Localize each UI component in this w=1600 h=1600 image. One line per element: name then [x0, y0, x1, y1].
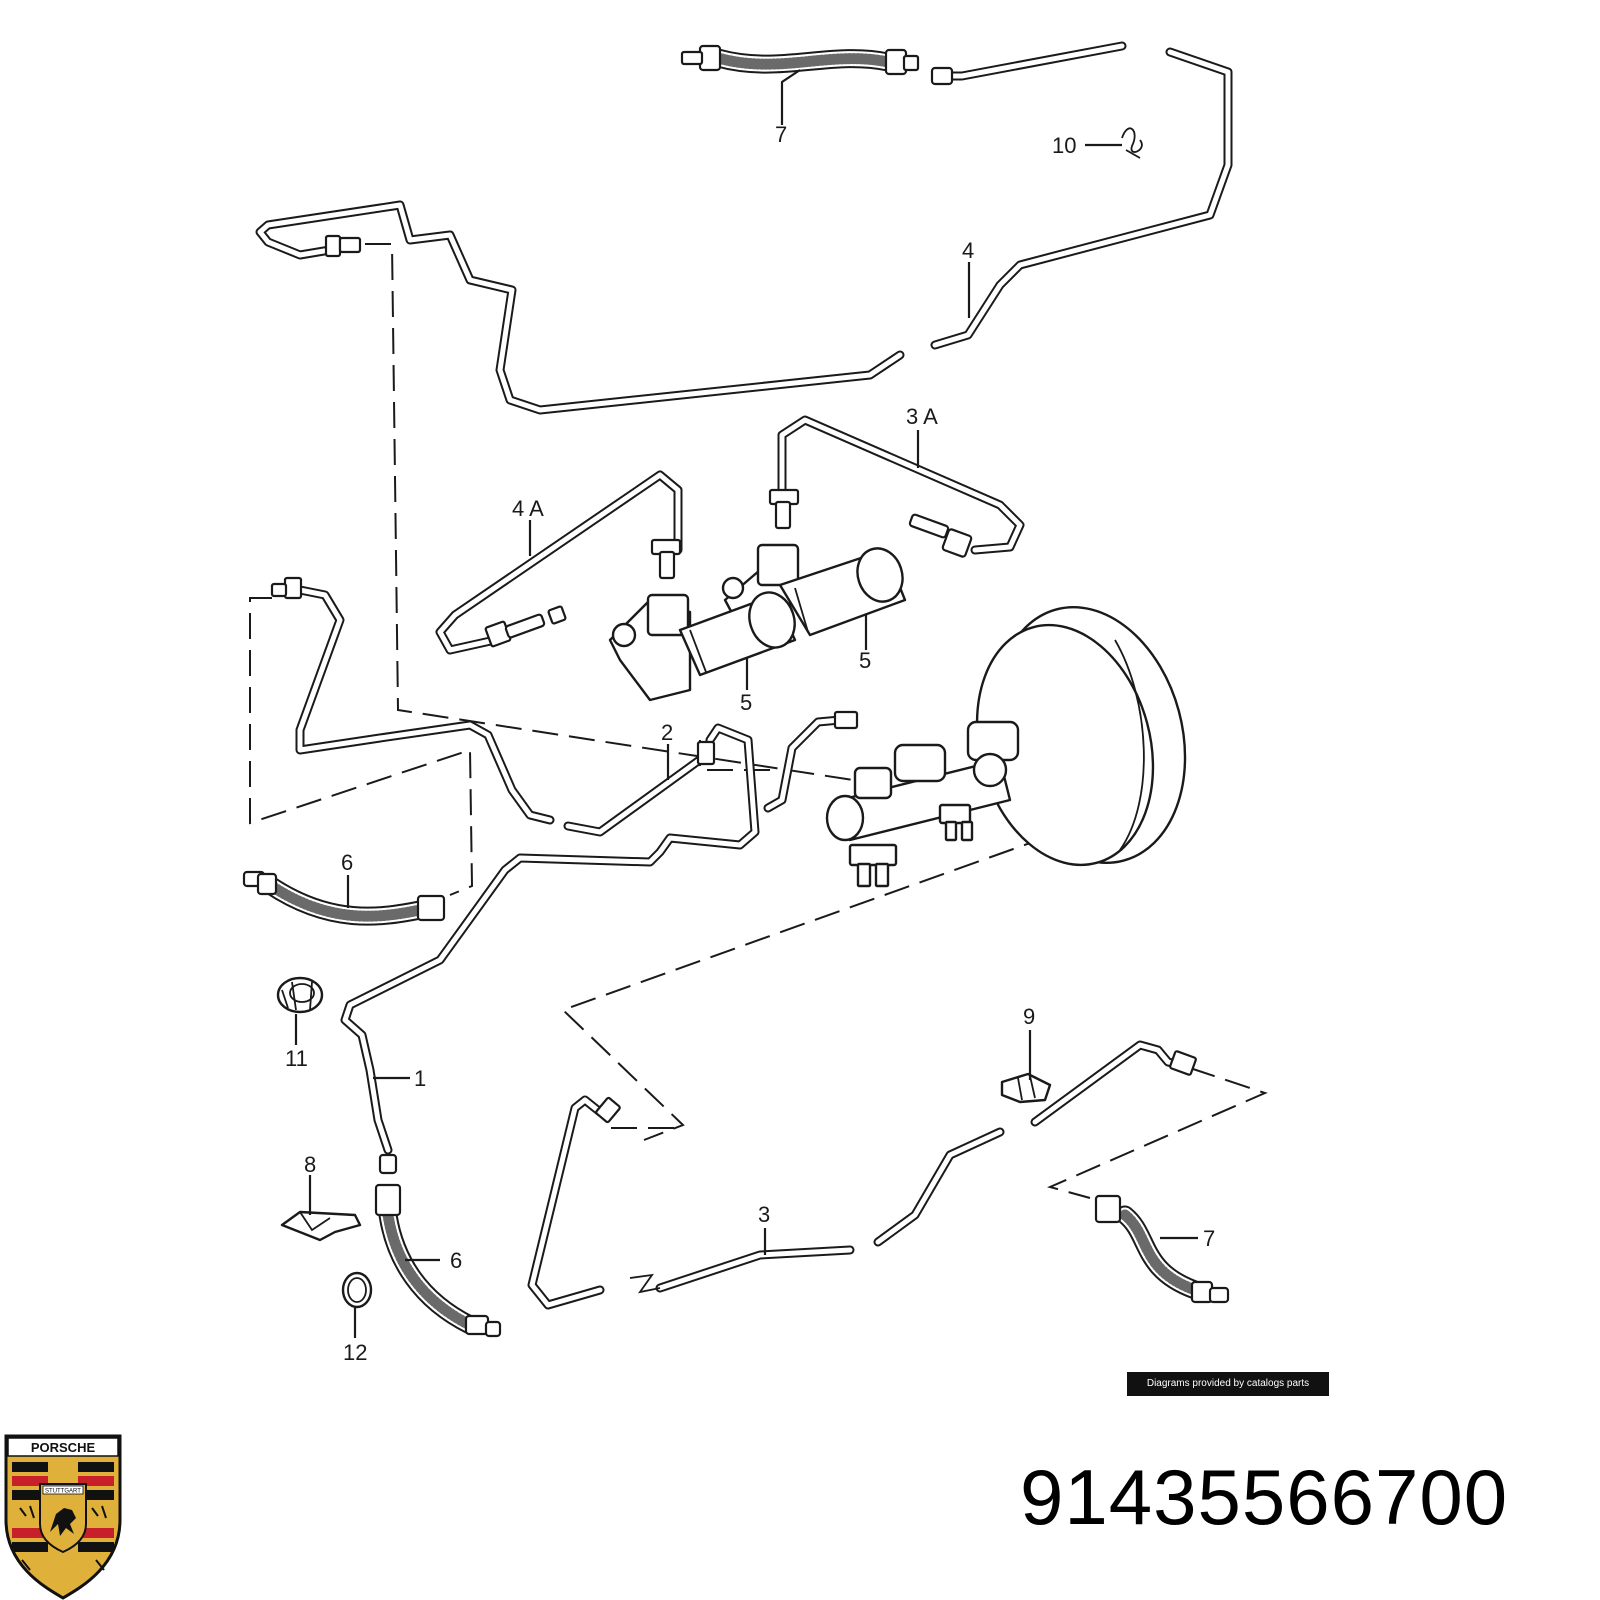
brake-booster — [975, 605, 1187, 867]
callout-11: 11 — [285, 1046, 308, 1071]
callout-8: 8 — [304, 1152, 316, 1177]
logo-city-text: STUTTGART — [45, 1489, 81, 1495]
diagram-credit: Diagrams provided by catalogs parts — [1127, 1372, 1329, 1396]
master-cylinder-5-front — [608, 591, 797, 702]
callout-10: 10 — [1052, 133, 1076, 158]
callout-6-lower: 6 — [450, 1248, 462, 1273]
callout-9: 9 — [1023, 1004, 1035, 1029]
callout-4: 4 — [962, 238, 974, 263]
brake-pipe-3a — [777, 415, 1025, 555]
callout-2: 2 — [661, 720, 673, 745]
brake-pipe-2 — [563, 751, 710, 837]
brake-pipe-4 — [255, 41, 1233, 415]
callout-1: 1 — [414, 1066, 426, 1091]
logo-brand-text: PORSCHE — [31, 1440, 96, 1455]
brake-pipe-1 — [340, 723, 760, 1155]
callout-6-left: 6 — [341, 850, 353, 875]
brake-pipe-3 — [527, 1040, 1185, 1310]
callout-12: 12 — [343, 1340, 367, 1365]
master-cylinder-5-rear — [721, 543, 907, 637]
seal-ring-12 — [341, 1271, 373, 1309]
clip-10 — [1121, 127, 1143, 159]
part-number: 91435566700 — [1020, 1453, 1509, 1541]
callout-5-front: 5 — [740, 690, 752, 715]
brake-hose-6-left — [242, 870, 446, 926]
brake-hose-7-lower — [1094, 1194, 1230, 1304]
brake-pipe-left-upper — [295, 585, 555, 825]
brake-hose-6-lower — [374, 1153, 502, 1338]
brake-pipe-4a — [435, 470, 683, 655]
tandem-master-cylinder — [825, 720, 1020, 888]
pipe-fittings — [270, 234, 1197, 1124]
callout-5-rear: 5 — [859, 648, 871, 673]
porsche-crest-logo: PORSCHE STUTTGART — [4, 1434, 122, 1600]
brake-hose-7-top — [680, 44, 954, 86]
callout-3: 3 — [758, 1202, 770, 1227]
callout-labels: 7 10 4 3 A 4 A 5 5 2 6 11 1 8 9 3 6 7 12 — [285, 122, 1215, 1365]
clip-9 — [1000, 1072, 1052, 1104]
callout-7-lower: 7 — [1203, 1226, 1215, 1251]
callout-3a: 3 A — [906, 404, 938, 429]
callout-leader-lines — [294, 69, 1198, 1338]
bracket-8 — [280, 1210, 362, 1242]
callout-7-top: 7 — [775, 122, 787, 147]
callout-4a: 4 A — [512, 496, 544, 521]
grommet-11 — [276, 976, 324, 1014]
brake-pipe-master-short — [763, 715, 845, 813]
